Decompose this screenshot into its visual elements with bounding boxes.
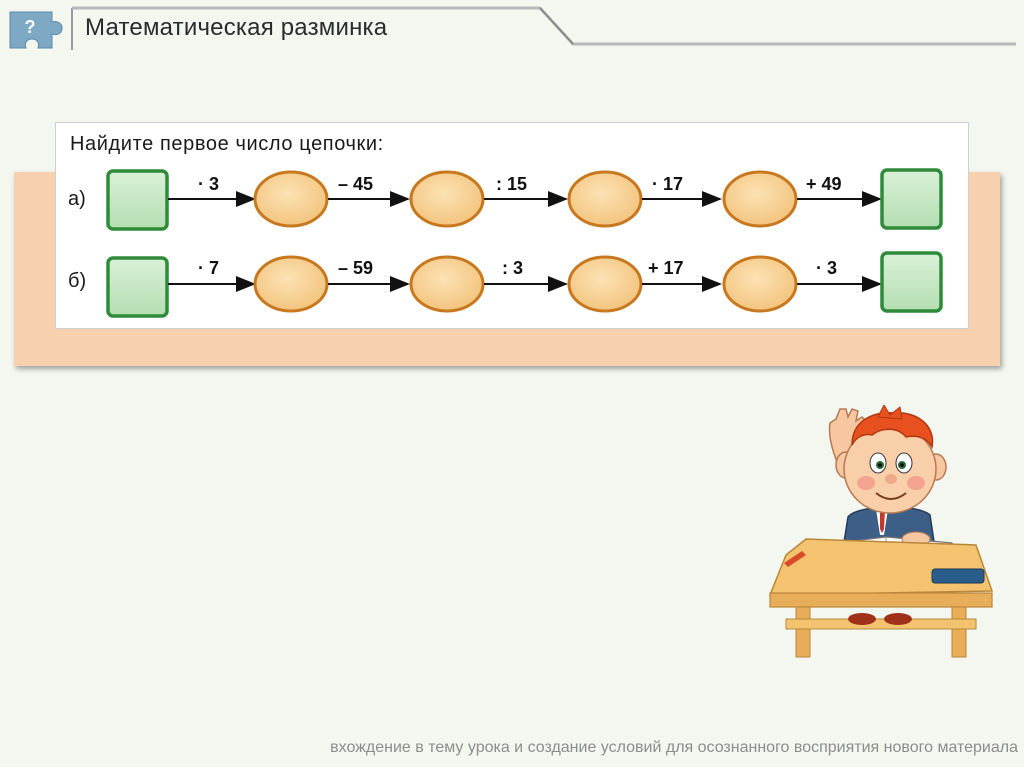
oval-a-1[interactable] (253, 170, 329, 228)
operation-a-3: : 15 (496, 174, 527, 194)
oval-a-3[interactable] (567, 170, 643, 228)
help-glyph: ? (25, 17, 36, 37)
operation-b-4: + 17 (648, 258, 684, 278)
oval-b-4[interactable] (722, 255, 798, 313)
oval-b-3[interactable] (567, 255, 643, 313)
row-label-a: а) (68, 188, 86, 210)
end-square-b[interactable] (880, 251, 943, 313)
operation-b-2: – 59 (338, 258, 373, 278)
boy-at-desk-illustration (768, 405, 994, 658)
end-square-a[interactable] (880, 168, 943, 230)
chain-row-a: а) · 3 – 45 : 15 · 17 + 49 (68, 168, 943, 231)
operation-a-1: · 3 (198, 174, 219, 194)
operation-a-5: + 49 (806, 174, 842, 194)
number-chains: а) · 3 – 45 : 15 · 17 + 49 (68, 168, 943, 318)
page-title: Математическая разминка (85, 14, 388, 41)
operation-b-1: · 7 (198, 258, 219, 278)
task-card: Найдите первое число цепочки: а) (55, 122, 969, 329)
oval-b-2[interactable] (409, 255, 485, 313)
footer-caption: вхождение в тему урока и создание услови… (330, 739, 1018, 756)
task-heading: Найдите первое число цепочки: (70, 133, 384, 155)
oval-a-2[interactable] (409, 170, 485, 228)
oval-b-1[interactable] (253, 255, 329, 313)
operation-b-5: · 3 (816, 258, 837, 278)
operation-a-2: – 45 (338, 174, 373, 194)
start-square-a[interactable] (106, 169, 169, 231)
chain-row-b: б) · 7 – 59 : 3 + 17 · 3 (68, 251, 943, 318)
operation-b-3: : 3 (502, 258, 523, 278)
row-label-b: б) (68, 270, 86, 292)
puzzle-help-icon[interactable]: ? (8, 8, 66, 52)
oval-a-4[interactable] (722, 170, 798, 228)
title-frame (71, 6, 1016, 50)
operation-a-4: · 17 (652, 174, 683, 194)
start-square-b[interactable] (106, 256, 169, 318)
